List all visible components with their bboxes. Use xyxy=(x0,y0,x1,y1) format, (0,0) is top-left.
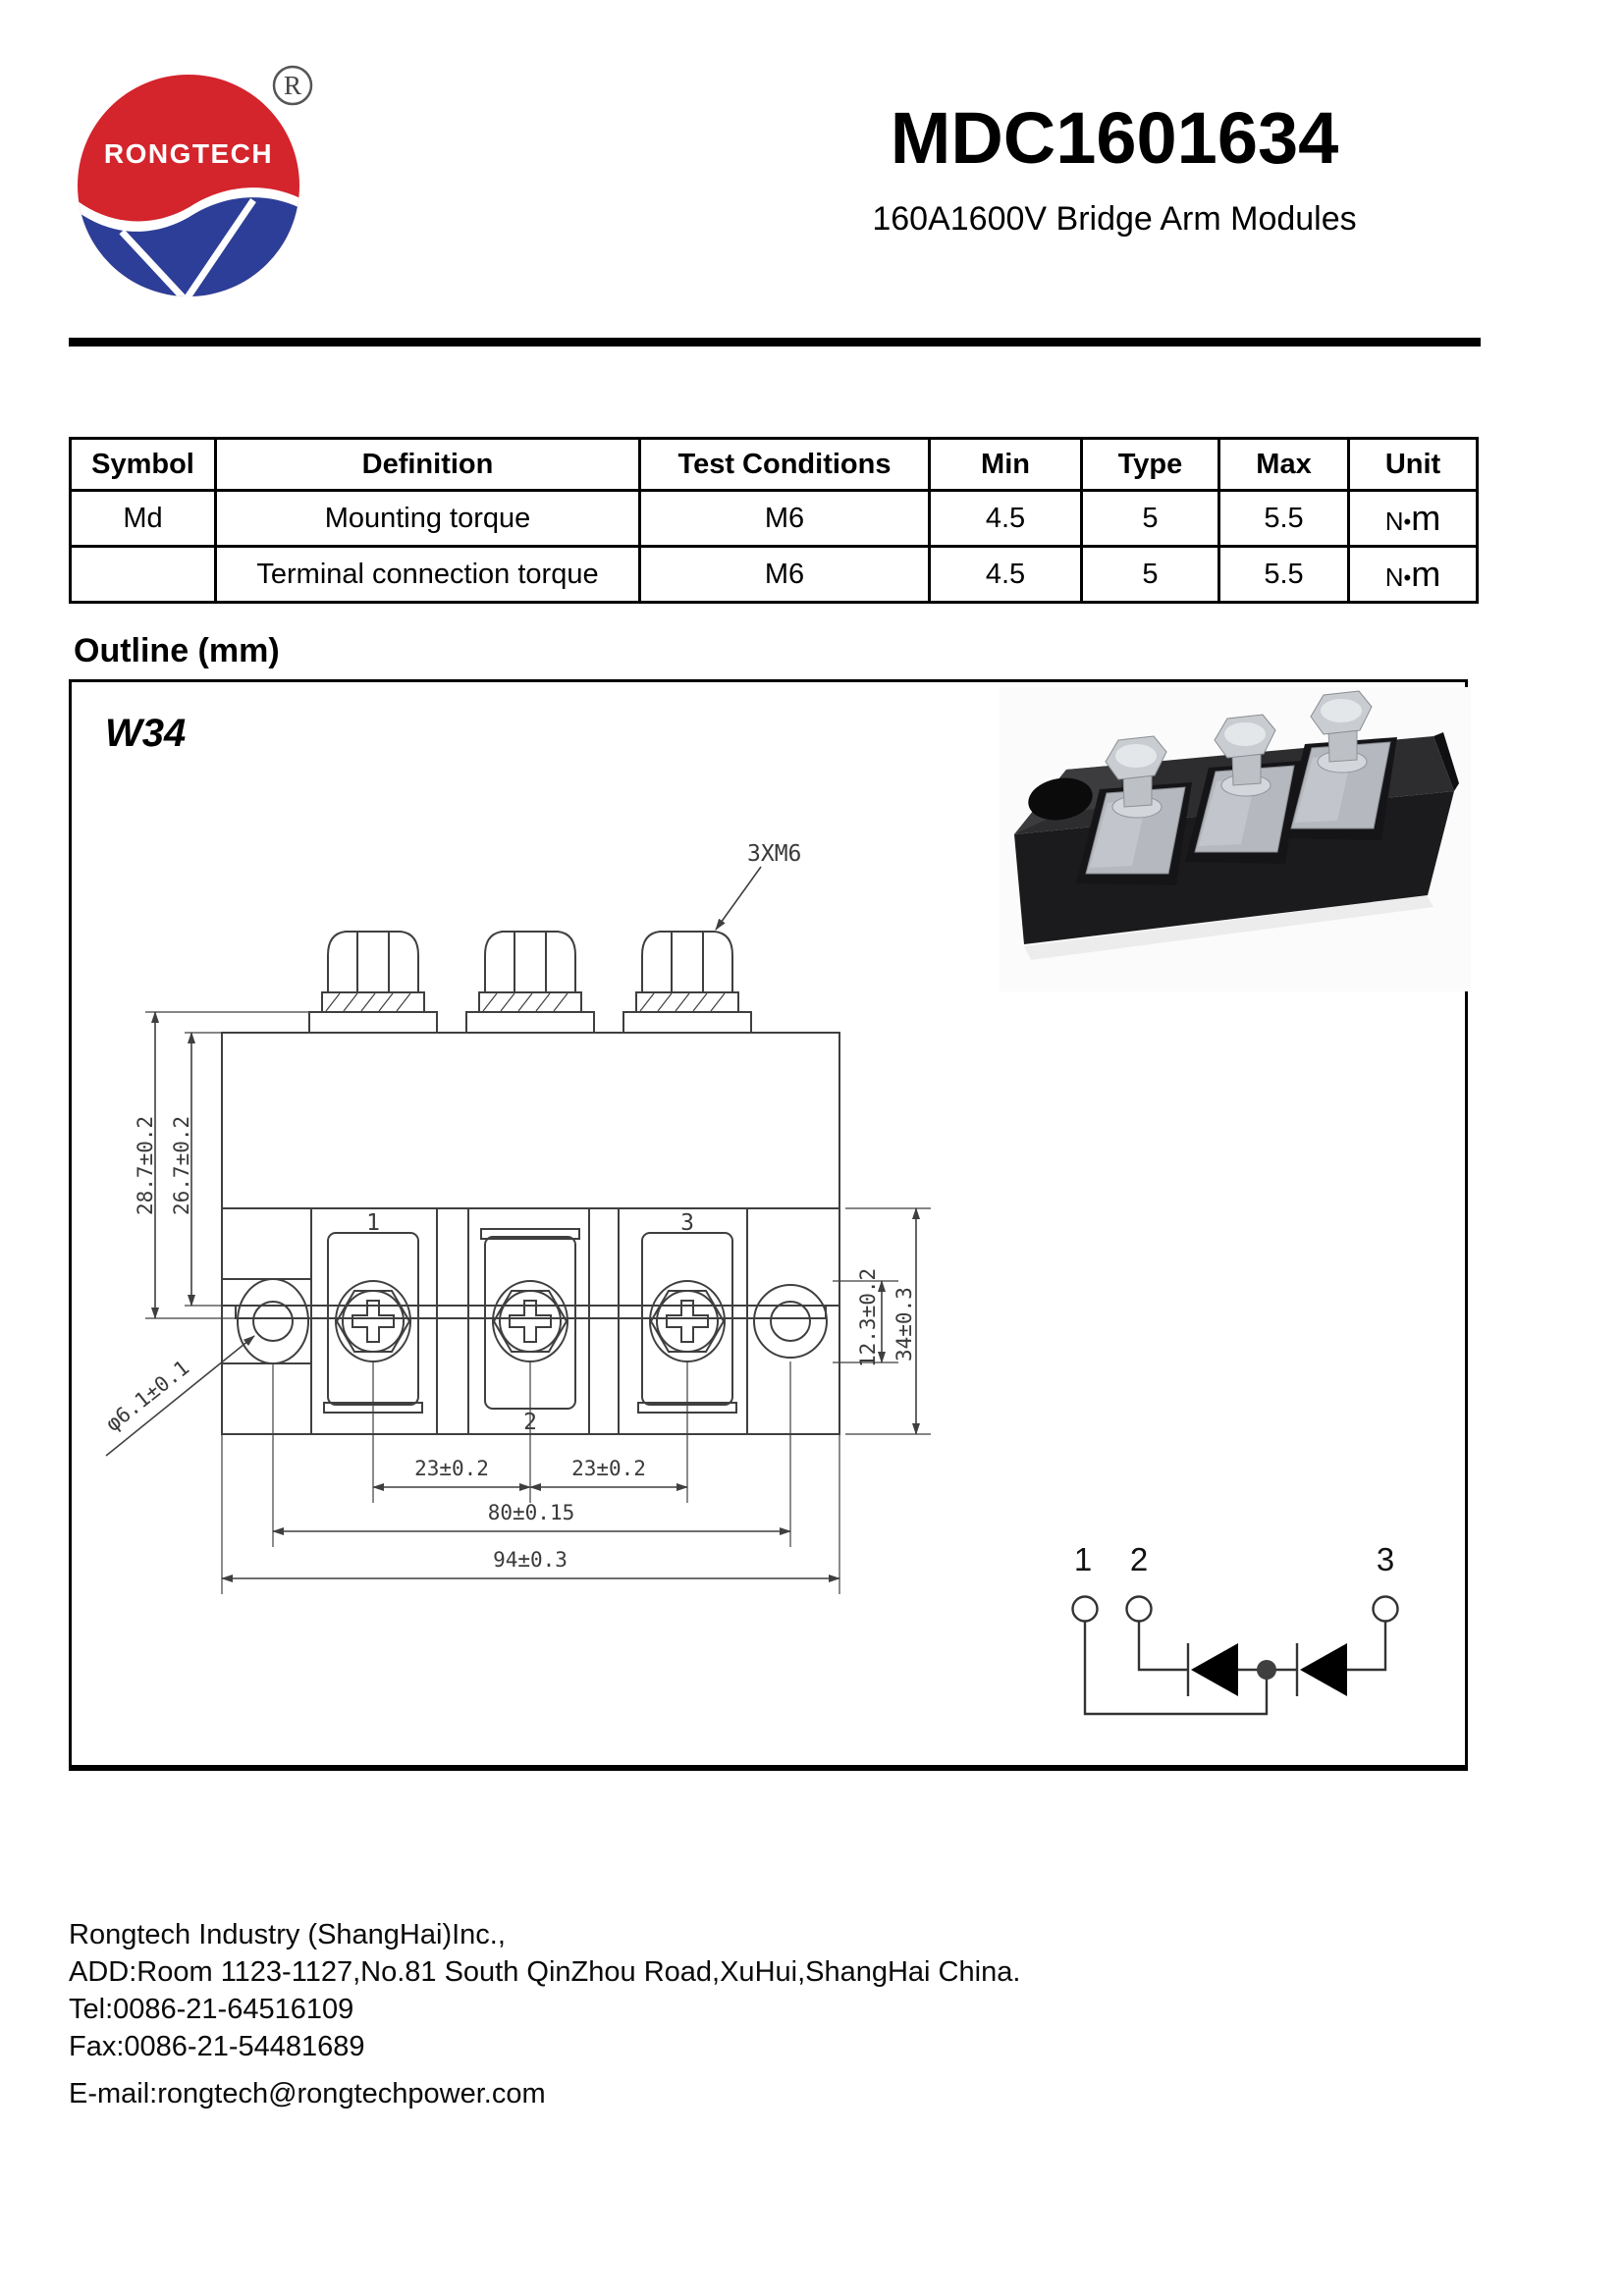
col-definition: Definition xyxy=(214,437,641,492)
dim-height-inner: 26.7±0.2 xyxy=(170,1116,193,1215)
dim-total-length: 94±0.3 xyxy=(493,1548,568,1572)
terminal-platform xyxy=(308,1011,438,1033)
diode-right xyxy=(1300,1643,1347,1696)
top-view-drawing: 1 3 2 23±0.2 23±0.2 80±0.15 94±0.3 12.3±… xyxy=(101,1207,931,1594)
col-max: Max xyxy=(1217,437,1350,492)
unit-m: m xyxy=(1411,554,1441,594)
mount-hole-right xyxy=(770,1301,811,1342)
spec-table: Symbol Definition Test Conditions Min Ty… xyxy=(69,437,1479,604)
cell-symbol xyxy=(69,545,217,604)
unit-m: m xyxy=(1411,498,1441,538)
footer-address: ADD:Room 1123-1127,No.81 South QinZhou R… xyxy=(69,1956,1021,1988)
unit-dot: • xyxy=(1403,565,1412,590)
circuit-terminal-1 xyxy=(1071,1595,1099,1623)
cell-min: 4.5 xyxy=(928,545,1083,604)
section-lines xyxy=(310,1208,748,1434)
spec-header-row: Symbol Definition Test Conditions Min Ty… xyxy=(69,437,1479,492)
mount-slot-left xyxy=(237,1278,309,1364)
dim-hole-pitch: 80±0.15 xyxy=(488,1501,575,1524)
terminal-label-2: 2 xyxy=(523,1410,537,1435)
terminal-platform xyxy=(622,1011,752,1033)
col-symbol: Symbol xyxy=(69,437,217,492)
col-test-conditions: Test Conditions xyxy=(638,437,931,492)
mount-slot-right xyxy=(753,1284,828,1359)
cell-definition: Terminal connection torque xyxy=(214,545,641,604)
variant-label: W34 xyxy=(105,712,187,755)
screw-1 xyxy=(335,1280,411,1362)
junction-node xyxy=(1257,1660,1276,1680)
logo-blue-wave xyxy=(78,197,299,296)
table-row: Md Mounting torque M6 4.5 5 5.5 N•m xyxy=(69,489,1479,548)
col-unit: Unit xyxy=(1347,437,1479,492)
company-logo: RONGTECH R xyxy=(67,43,322,338)
bolt-side-2 xyxy=(478,931,582,1013)
registered-mark: R xyxy=(284,71,301,100)
wire xyxy=(1137,1622,1188,1672)
cell-min: 4.5 xyxy=(928,489,1083,548)
module-end-face xyxy=(1434,732,1459,791)
registered-mark-circle xyxy=(272,65,313,106)
footer-contact: Rongtech Industry (ShangHai)Inc., ADD:Ro… xyxy=(69,1916,1020,2112)
outline-box: W34 xyxy=(69,679,1471,1771)
dim-slot-height: 12.3±0.2 xyxy=(856,1268,880,1367)
wire xyxy=(1347,1622,1387,1672)
logo-brand-text: RONGTECH xyxy=(104,138,273,169)
logo-check-mark xyxy=(119,198,256,296)
cell-max: 5.5 xyxy=(1217,489,1350,548)
footer-fax: Fax:0086-21-54481689 xyxy=(69,2031,365,2062)
footer-tel: Tel:0086-21-64516109 xyxy=(69,1994,354,2025)
dim-pitch-left: 23±0.2 xyxy=(414,1457,489,1480)
circuit-terminal-3 xyxy=(1372,1595,1399,1623)
product-photo xyxy=(1000,687,1471,991)
cell-unit: N•m xyxy=(1347,545,1479,604)
terminal-label-1: 1 xyxy=(366,1210,380,1236)
mount-hole-left xyxy=(252,1301,294,1342)
cell-type: 5 xyxy=(1080,545,1220,604)
circuit-label-3: 3 xyxy=(1377,1541,1394,1577)
cell-max: 5.5 xyxy=(1217,545,1350,604)
wire xyxy=(1083,1622,1269,1716)
header-rule xyxy=(69,338,1481,347)
circuit-terminal-2 xyxy=(1125,1595,1153,1623)
module-shadow xyxy=(1024,895,1434,960)
unit-n: N xyxy=(1384,562,1404,592)
cell-unit: N•m xyxy=(1347,489,1479,548)
dim-pitch-right: 23±0.2 xyxy=(571,1457,646,1480)
unit-n: N xyxy=(1384,507,1404,536)
circuit-label-1: 1 xyxy=(1074,1541,1092,1577)
col-min: Min xyxy=(928,437,1083,492)
doc-subtitle: 160A1600V Bridge Arm Modules xyxy=(872,200,1357,238)
thread-leader-line xyxy=(715,866,762,931)
thread-label: 3XM6 xyxy=(747,841,801,867)
mount-slot-hole xyxy=(1028,777,1093,821)
diode-left xyxy=(1191,1643,1238,1696)
title-block: MDC1601634 160A1600V Bridge Arm Modules xyxy=(835,102,1394,239)
circuit-label-2: 2 xyxy=(1130,1541,1148,1577)
footer-company: Rongtech Industry (ShangHai)Inc., xyxy=(69,1919,506,1950)
dim-height-outer: 28.7±0.2 xyxy=(134,1116,157,1215)
screw-3 xyxy=(649,1280,726,1362)
doc-title: MDC1601634 xyxy=(890,97,1339,179)
hole-dia-leader xyxy=(105,1335,255,1457)
terminal-platform xyxy=(465,1011,595,1033)
screw-2 xyxy=(492,1280,568,1362)
circuit-diagram: 1 2 3 xyxy=(1071,1541,1399,1716)
col-type: Type xyxy=(1080,437,1220,492)
cell-definition: Mounting torque xyxy=(214,489,641,548)
cell-test-conditions: M6 xyxy=(638,545,931,604)
dim-body-width: 34±0.3 xyxy=(893,1287,916,1362)
bolt-side-3 xyxy=(635,931,739,1013)
logo-graphic: RONGTECH R xyxy=(78,65,313,296)
terminal-label-3: 3 xyxy=(680,1210,694,1236)
cell-test-conditions: M6 xyxy=(638,489,931,548)
cell-symbol: Md xyxy=(69,489,217,548)
table-row: Terminal connection torque M6 4.5 5 5.5 … xyxy=(69,545,1479,604)
unit-dot: • xyxy=(1403,509,1412,534)
footer-email: E-mail:rongtech@rongtechpower.com xyxy=(69,2078,546,2109)
outline-heading: Outline (mm) xyxy=(74,632,280,669)
cell-type: 5 xyxy=(1080,489,1220,548)
bolt-side-1 xyxy=(321,931,425,1013)
